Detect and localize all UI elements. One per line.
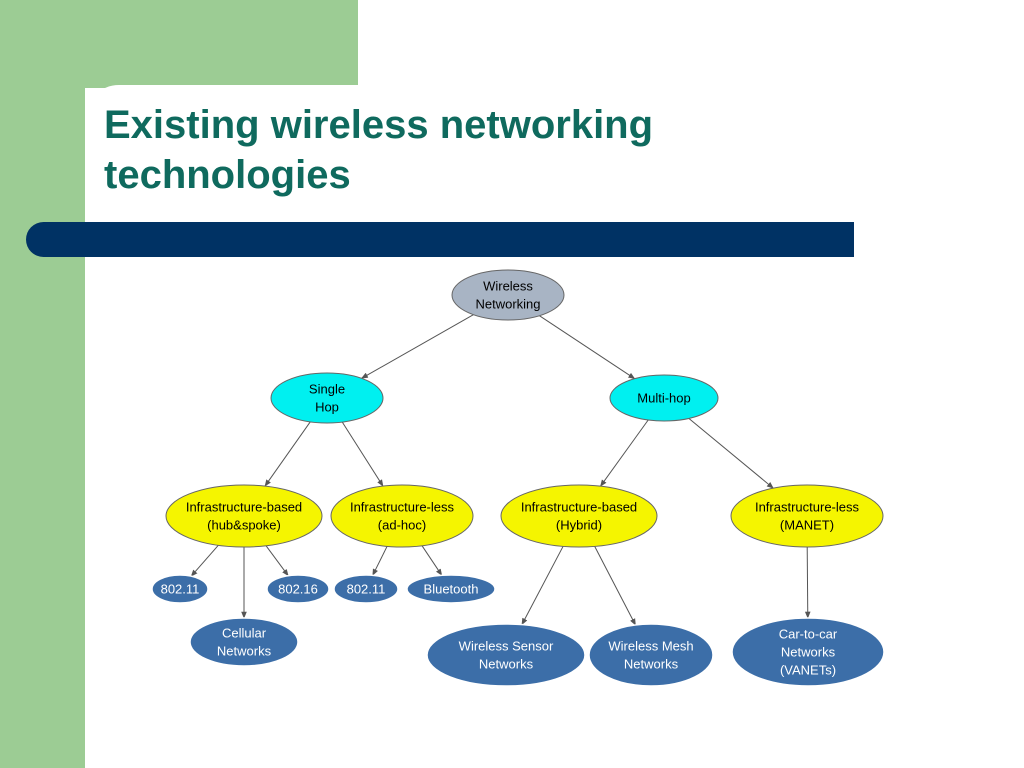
node-label-infra-less-adhoc-line-2: (ad-hoc) <box>378 518 426 533</box>
node-shape-wireless-networking <box>451 269 565 321</box>
node-infra-based-hybrid: Infrastructure-based (Hybrid) <box>500 484 658 548</box>
node-label-leaf-wsn-line-2: Networks <box>479 657 534 672</box>
node-label-leaf-wsn-line-1: Wireless Sensor <box>459 639 554 654</box>
node-label-wireless-networking-line-1: Wireless <box>483 279 533 294</box>
node-label-infra-based-hub-line-1: Infrastructure-based <box>186 500 302 515</box>
node-label-infra-less-manet-line-2: (MANET) <box>780 518 834 533</box>
edge-single-hop-to-infra-based-hub <box>264 421 311 487</box>
node-shape-leaf-80211-b <box>333 574 399 604</box>
slide-title-line-1: Existing wireless networking <box>104 103 654 147</box>
node-shape-leaf-80216 <box>266 574 330 604</box>
title-divider-bar <box>26 222 854 257</box>
slide-title-line-2: technologies <box>104 153 351 197</box>
edge-single-hop-to-infra-less-adhoc <box>341 421 384 487</box>
node-label-leaf-bluetooth-line-1: Bluetooth <box>424 582 479 597</box>
node-shape-leaf-vanet <box>731 617 885 687</box>
node-shape-leaf-wmn <box>588 623 714 687</box>
node-label-single-hop-line-2: Hop <box>315 400 339 415</box>
edge-wireless-networking-to-multi-hop <box>539 315 636 380</box>
node-leaf-80211-b: 802.11 <box>333 574 399 604</box>
edge-infra-less-manet-to-leaf-vanet <box>804 546 811 619</box>
node-label-leaf-wmn-line-1: Wireless Mesh <box>608 639 693 654</box>
top-accent-block <box>0 0 358 88</box>
node-leaf-80211-a: 802.11 <box>151 574 209 604</box>
node-shape-leaf-wsn <box>426 623 586 687</box>
node-label-infra-based-hub-line-2: (hub&spoke) <box>207 518 281 533</box>
node-shape-infra-less-manet <box>730 484 884 548</box>
slide-title: Existing wireless networking technologie… <box>104 100 864 200</box>
node-label-leaf-cellular-line-1: Cellular <box>222 626 267 641</box>
edge-infra-based-hub-to-leaf-80216 <box>265 545 289 577</box>
node-shape-single-hop <box>270 372 384 424</box>
node-leaf-80216: 802.16 <box>266 574 330 604</box>
edge-infra-based-hybrid-to-leaf-wmn <box>594 546 636 626</box>
node-label-leaf-80216-line-1: 802.16 <box>278 582 318 597</box>
edges-layer <box>190 314 811 626</box>
node-shape-leaf-80211-a <box>151 574 209 604</box>
node-infra-based-hub: Infrastructure-based (hub&spoke) <box>165 484 323 548</box>
edge-infra-less-adhoc-to-leaf-80211-b <box>372 546 388 576</box>
node-label-leaf-vanet-line-1: Car-to-car <box>779 627 838 642</box>
edge-multi-hop-to-infra-less-manet <box>688 418 774 489</box>
node-shape-infra-based-hub <box>165 484 323 548</box>
node-label-leaf-vanet-line-2: Networks <box>781 645 836 660</box>
node-label-multi-hop-line-1: Multi-hop <box>637 391 690 406</box>
node-label-infra-based-hybrid-line-1: Infrastructure-based <box>521 500 637 515</box>
node-shape-multi-hop <box>609 374 719 422</box>
node-multi-hop: Multi-hop <box>609 374 719 422</box>
node-label-leaf-80211-b-line-1: 802.11 <box>347 582 386 597</box>
edge-infra-based-hybrid-to-leaf-wsn <box>521 546 564 626</box>
node-infra-less-adhoc: Infrastructure-less (ad-hoc) <box>330 484 474 548</box>
node-shape-infra-less-adhoc <box>330 484 474 548</box>
node-label-wireless-networking-line-2: Networking <box>475 297 540 312</box>
node-label-infra-less-adhoc-line-1: Infrastructure-less <box>350 500 455 515</box>
node-label-leaf-cellular-line-2: Networks <box>217 644 272 659</box>
node-label-leaf-vanet-line-3: (VANETs) <box>780 663 836 678</box>
node-infra-less-manet: Infrastructure-less (MANET) <box>730 484 884 548</box>
node-shape-leaf-cellular <box>189 617 299 667</box>
node-label-single-hop-line-1: Single <box>309 382 345 397</box>
node-label-infra-based-hybrid-line-2: (Hybrid) <box>556 518 602 533</box>
node-shape-leaf-bluetooth <box>406 574 496 604</box>
edge-wireless-networking-to-single-hop <box>360 314 474 379</box>
node-label-leaf-wmn-line-2: Networks <box>624 657 679 672</box>
node-label-infra-less-manet-line-1: Infrastructure-less <box>755 500 860 515</box>
edge-infra-based-hub-to-leaf-80211-a <box>190 544 219 577</box>
edge-infra-less-adhoc-to-leaf-bluetooth <box>421 545 443 576</box>
edge-multi-hop-to-infra-based-hybrid <box>600 419 649 487</box>
node-shape-infra-based-hybrid <box>500 484 658 548</box>
node-leaf-bluetooth: Bluetooth <box>406 574 496 604</box>
side-accent-bar <box>0 0 85 768</box>
node-label-leaf-80211-a-line-1: 802.11 <box>161 582 200 597</box>
